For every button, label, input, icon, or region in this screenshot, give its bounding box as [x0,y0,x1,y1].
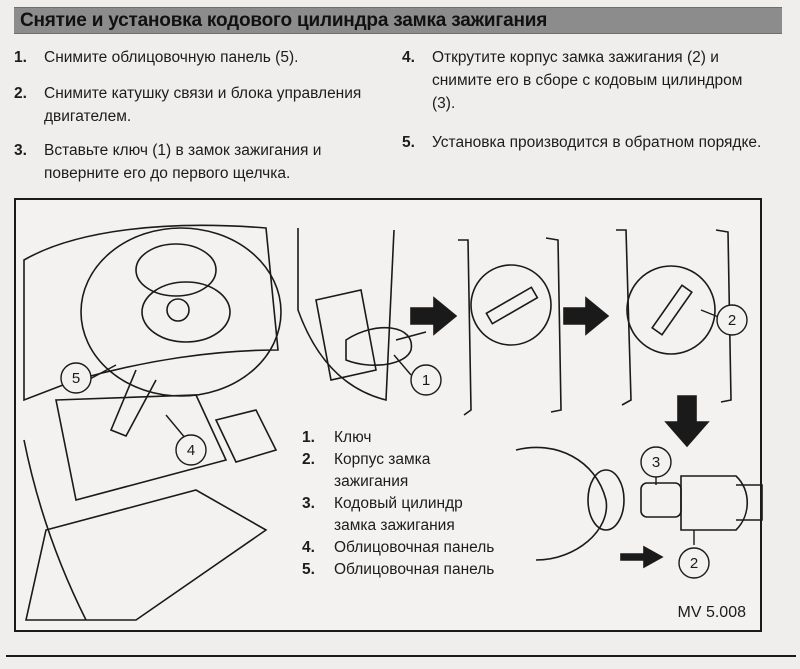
callout-3 [640,446,672,478]
lower-panel [55,394,228,501]
section-title-bar: Снятие и установка кодового цилиндра зам… [14,7,782,34]
step-number: 4. [402,49,415,66]
column-2b [545,237,562,413]
steering-emblem [166,298,190,322]
arrow-down [664,395,710,448]
legend-text: Облицовочная панель [334,539,495,556]
step-2: 2. Снимите катушку связи и блока управле… [14,82,374,128]
callout-4 [175,434,207,466]
step-number: 2. [14,85,27,102]
steering-column [109,369,157,438]
step-number: 3. [14,142,27,159]
callout-2b-label: 2 [690,555,698,572]
callout-2a-label: 2 [728,312,736,329]
legend-item: 4. Облицовочная панель [302,537,504,559]
callout-5-label: 5 [72,370,80,387]
legend-text: Облицовочная панель [334,561,495,578]
legend-item: 5. Облицовочная панель [302,559,504,581]
legend-text: Корпус замка зажигания [334,451,431,490]
callout-3-label: 3 [652,454,660,471]
lock-housing-1 [315,289,377,381]
legend-item: 1. Ключ [302,427,504,449]
step-4: 4. Открутите корпус замка зажигания (2) … [402,46,762,115]
callout-5 [60,362,92,394]
code-cylinder [640,482,682,518]
callout-2b [678,547,710,579]
callout-4-label: 4 [187,442,195,459]
pedal [214,409,278,463]
section-title: Снятие и установка кодового цилиндра зам… [20,10,548,31]
legend-item: 3. Кодовый цилиндр замка зажигания [302,493,504,537]
arrow-1 [410,296,458,336]
column-2 [458,239,472,416]
instrument-cluster [135,243,217,297]
legend-number: 5. [302,561,315,578]
key-blade-1 [395,331,427,341]
step-number: 5. [402,134,415,151]
column-shroud-1 [297,228,395,402]
lock-face-3 [626,265,716,355]
illustration-drawing: 5 4 1 2 3 2 [23,224,763,621]
legend-number: 2. [302,451,315,468]
floor-mat [25,489,268,621]
footer-divider [6,655,796,657]
legend-number: 3. [302,495,315,512]
step-3: 3. Вставьте ключ (1) в замок зажигания и… [14,139,374,185]
column-3 [616,229,632,406]
callout-1 [410,364,442,396]
key-1 [345,326,413,366]
figure-legend: 1. Ключ 2. Корпус замка зажигания 3. Код… [302,427,504,581]
housing-right [736,484,763,521]
lock-slot-2 [485,286,539,325]
callout-1-label: 1 [422,372,430,389]
step-1: 1. Снимите облицовочную панель (5). [14,46,374,69]
step-text: Открутите корпус замка зажигания (2) и с… [432,49,743,112]
step-5: 5. Установка производится в обратном пор… [402,131,762,154]
lock-face-2 [470,264,552,346]
arrow-small [620,545,664,569]
step-text: Снимите катушку связи и блока управления… [44,85,362,125]
figure-code: MV 5.008 [677,604,746,621]
legend-item: 2. Корпус замка зажигания [302,449,484,493]
housing-end [587,469,625,531]
illustration-figure: 5 4 1 2 3 2 1. Ключ 2. Корпус замка зажи… [14,198,763,632]
housing-section [515,446,608,561]
seat-edge [23,439,87,621]
arrow-2 [563,296,610,336]
legend-text: Кодовый цилиндр замка зажигания [334,495,463,534]
step-text: Установка производится в обратном порядк… [432,134,762,151]
steering-hub [141,281,231,343]
legend-number: 1. [302,429,315,446]
legend-number: 4. [302,539,315,556]
housing-body [680,475,748,531]
step-text: Вставьте ключ (1) в замок зажигания и по… [44,142,322,182]
step-number: 1. [14,49,27,66]
dashboard-outline [23,224,279,402]
callout-2a [716,304,748,336]
lock-slot-3 [651,284,693,336]
legend-text: Ключ [334,429,372,446]
step-text: Снимите облицовочную панель (5). [44,49,299,66]
